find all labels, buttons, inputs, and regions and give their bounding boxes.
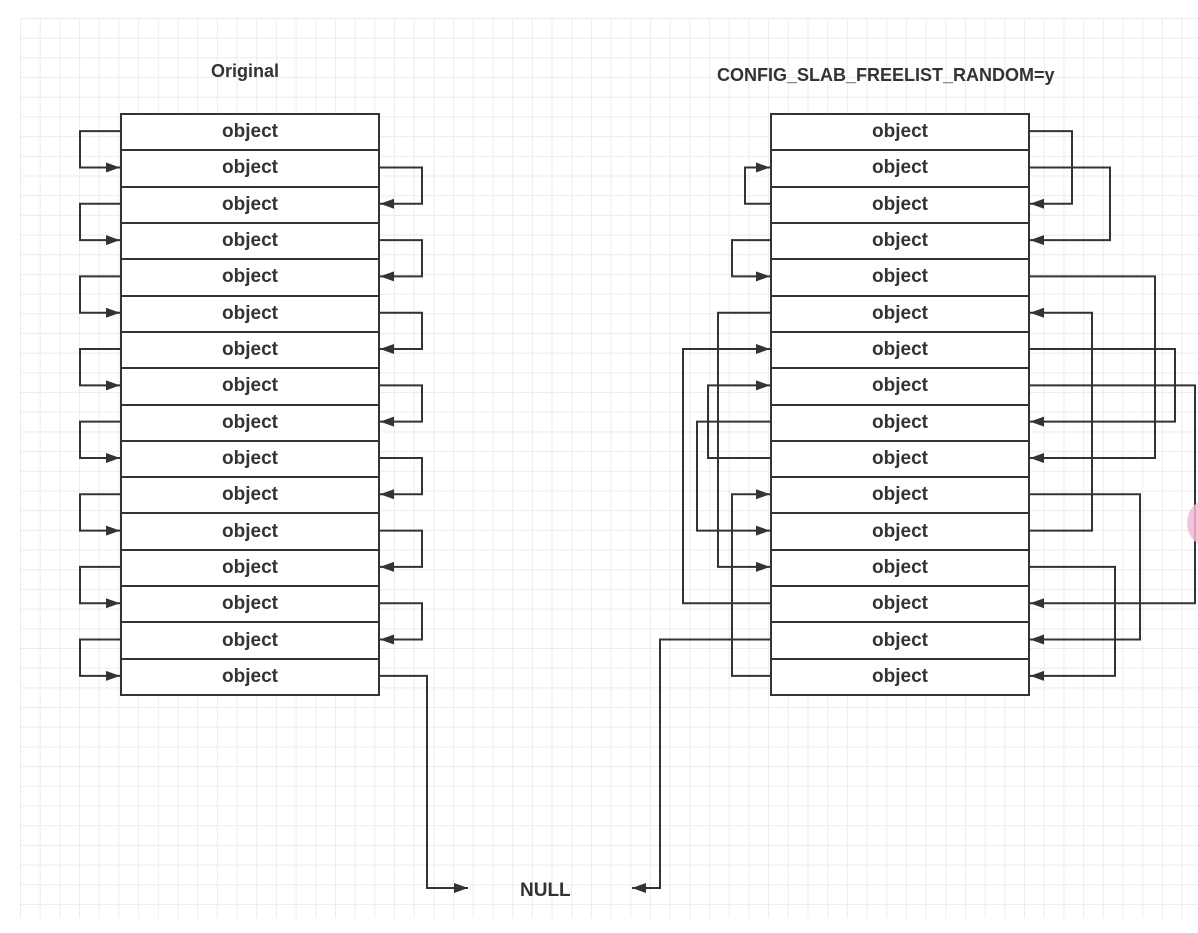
random-object-7: object — [770, 330, 1030, 370]
original-object-4: object — [120, 221, 380, 261]
original-title: Original — [211, 61, 280, 81]
random-object-5: object — [770, 258, 1030, 297]
original-object-16: object — [120, 657, 380, 696]
random-object-11: object — [770, 476, 1030, 515]
null-terminator: NULL — [520, 880, 571, 901]
original-object-1: object — [120, 113, 380, 152]
original-object-5: object — [120, 258, 380, 297]
original-object-7: object — [120, 330, 380, 370]
original-object-2: object — [120, 149, 380, 188]
random-object-10: object — [770, 439, 1030, 479]
original-object-10: object — [120, 439, 380, 479]
cursor-marker — [1187, 500, 1198, 546]
random-object-9: object — [770, 403, 1030, 442]
random-object-13: object — [770, 548, 1030, 588]
random-object-16: object — [770, 657, 1030, 696]
random-object-1: object — [770, 113, 1030, 152]
random-object-4: object — [770, 221, 1030, 261]
random-object-2: object — [770, 149, 1030, 188]
original-object-6: object — [120, 294, 380, 333]
random-object-15: object — [770, 621, 1030, 660]
random-object-14: object — [770, 585, 1030, 624]
random-freelist-title: CONFIG_SLAB_FREELIST_RANDOM=y — [717, 65, 1055, 85]
original-object-12: object — [120, 512, 380, 551]
random-object-3: object — [770, 185, 1030, 224]
original-object-15: object — [120, 621, 380, 660]
original-object-9: object — [120, 403, 380, 442]
random-object-8: object — [770, 367, 1030, 406]
original-object-11: object — [120, 476, 380, 515]
original-object-13: object — [120, 548, 380, 588]
random-object-6: object — [770, 294, 1030, 333]
original-object-8: object — [120, 367, 380, 406]
random-object-12: object — [770, 512, 1030, 551]
original-object-3: object — [120, 185, 380, 224]
original-object-14: object — [120, 585, 380, 624]
